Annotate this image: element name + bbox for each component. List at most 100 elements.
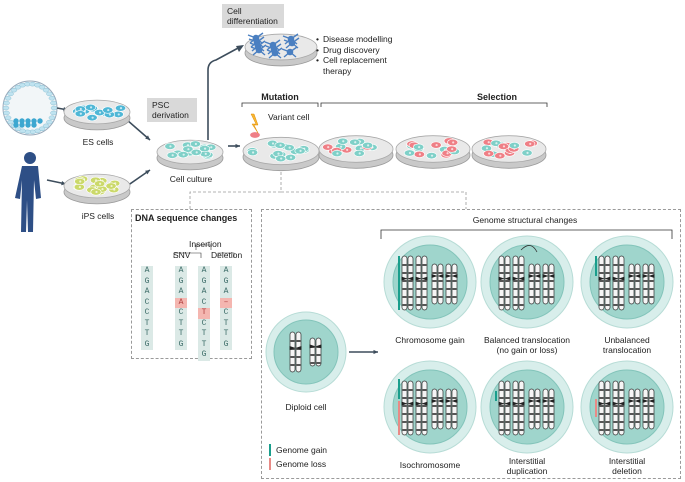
nucleotide: A: [144, 266, 150, 275]
centromere: [498, 276, 511, 281]
band: [422, 413, 427, 415]
arrow-ips-to-culture-head: [145, 170, 150, 175]
band: [529, 296, 534, 298]
deletion-bracket: [217, 252, 235, 258]
cell-nucleus: [78, 185, 81, 189]
interstitial-deletion-label-2: deletion: [612, 466, 642, 476]
snv-label: SNV: [173, 250, 191, 260]
band: [613, 397, 618, 399]
band: [605, 280, 610, 282]
cell-nucleus: [430, 154, 434, 157]
band: [505, 413, 510, 415]
cell-nucleus: [299, 149, 302, 152]
band: [402, 304, 407, 306]
band: [446, 280, 451, 282]
band: [599, 288, 604, 290]
chromosome: [642, 388, 655, 430]
isochromosome-cell: [383, 360, 477, 454]
cell-nucleus: [513, 144, 516, 147]
band: [519, 429, 524, 431]
band: [505, 280, 510, 282]
cell-nucleus: [288, 146, 291, 149]
neuron-process: [266, 47, 283, 59]
band: [529, 405, 534, 407]
interstitial-duplication-cell: [480, 360, 574, 454]
cell-nucleus: [452, 141, 455, 144]
band: [499, 429, 504, 431]
band: [519, 288, 524, 290]
band: [452, 405, 457, 407]
band: [619, 389, 624, 391]
band: [499, 304, 504, 306]
band: [402, 288, 407, 290]
nucleotide: A: [223, 266, 229, 275]
chromosome-gain-label: Chromosome gain: [395, 335, 465, 345]
dna-sequence-panel: [131, 209, 252, 359]
blastocyst-icon: [2, 80, 58, 136]
neuron-process: [250, 44, 267, 56]
genome-loss-swatch: [269, 458, 271, 470]
neuron-process: [249, 40, 266, 52]
cell-nucleus: [171, 154, 174, 157]
band: [613, 429, 618, 431]
lightning-bolt-icon: [250, 113, 259, 134]
band: [535, 421, 540, 423]
chromosome: [309, 337, 322, 367]
chromosome: [445, 388, 458, 430]
band: [422, 272, 427, 274]
band: [402, 296, 407, 298]
band: [605, 288, 610, 290]
nucleotide: A: [178, 266, 184, 275]
band: [635, 280, 640, 282]
chromosome: [612, 380, 625, 436]
band: [519, 405, 524, 407]
band: [432, 397, 437, 399]
band: [422, 296, 427, 298]
cell-nucleus: [487, 141, 490, 144]
centromere: [598, 401, 611, 406]
band: [605, 413, 610, 415]
band: [422, 405, 427, 407]
band: [416, 397, 421, 399]
band: [290, 364, 295, 366]
band: [613, 389, 618, 391]
centromere: [512, 276, 525, 281]
band: [643, 405, 648, 407]
band: [446, 272, 451, 274]
chromosome: [415, 255, 428, 311]
chromosome: [289, 331, 302, 373]
trophoblast-cell: [19, 128, 26, 134]
legend-genome-gain: Genome gain: [269, 444, 327, 456]
band: [310, 362, 315, 364]
gain-marker: [398, 379, 400, 399]
band: [599, 397, 604, 399]
band: [599, 280, 604, 282]
structural-changes-panel: [261, 209, 681, 479]
cell-nucleus: [488, 152, 491, 155]
band: [613, 272, 618, 274]
band: [416, 296, 421, 298]
selection-bracket: [320, 102, 548, 107]
band: [499, 405, 504, 407]
band: [649, 272, 654, 274]
mutation-dish: [242, 131, 320, 172]
interstitial-duplication-label-1: Interstitial: [508, 456, 546, 466]
chromosome: [628, 388, 641, 430]
trophoblast-cell: [4, 115, 12, 120]
arrow-es-to-culture: [126, 119, 151, 141]
cell-nucleus: [495, 142, 498, 145]
band: [605, 397, 610, 399]
chromosome: [401, 255, 414, 311]
band: [613, 264, 618, 266]
cell-nucleus: [408, 151, 412, 155]
chromosome: [612, 255, 625, 311]
mutation-bracket: [241, 102, 319, 107]
body: [15, 166, 41, 232]
band: [513, 288, 518, 290]
band: [519, 397, 524, 399]
band: [446, 421, 451, 423]
band: [408, 429, 413, 431]
band: [535, 272, 540, 274]
cell-nucleus: [358, 152, 361, 155]
